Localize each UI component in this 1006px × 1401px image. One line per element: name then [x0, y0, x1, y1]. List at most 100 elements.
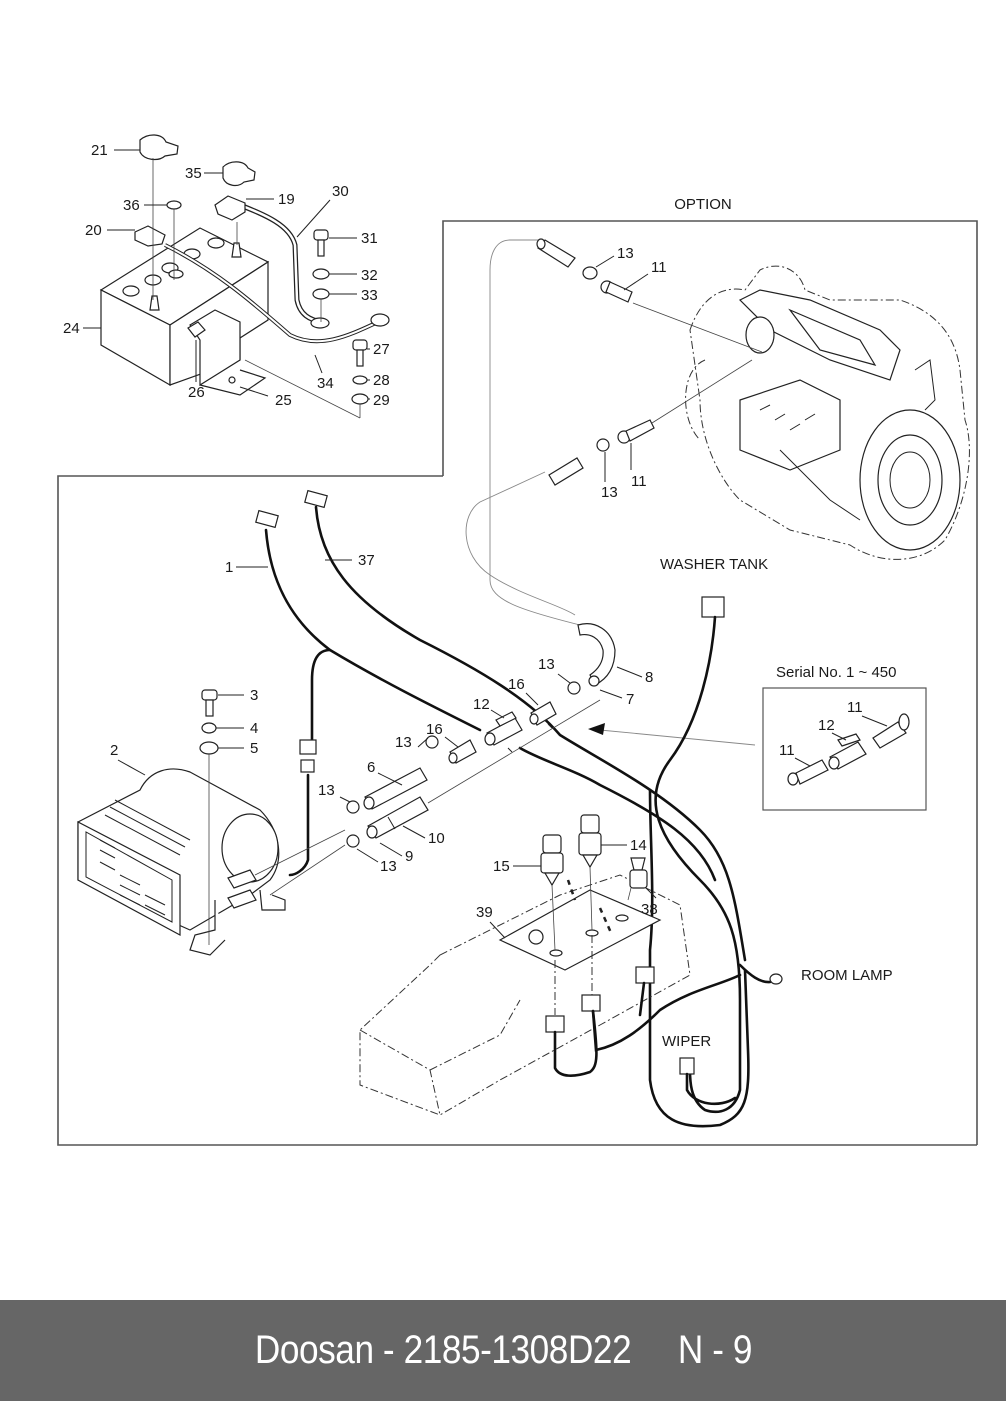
callout: 19 — [278, 191, 295, 208]
callout: 11 — [631, 473, 647, 490]
switch-14 — [578, 814, 602, 869]
nipple-16-b — [529, 701, 557, 726]
nipple-11-lower — [617, 419, 655, 444]
callout: 35 — [185, 165, 202, 182]
nipple-16-a — [448, 739, 477, 764]
serial-inset-frame — [762, 687, 927, 811]
callout: 27 — [373, 341, 390, 358]
nipple-11-upper — [600, 280, 633, 303]
callout: 11 — [651, 259, 667, 276]
room-lamp-wire — [738, 963, 772, 984]
spring-washer-4 — [201, 722, 217, 734]
battery-assembly — [99, 134, 390, 419]
callout: 5 — [250, 740, 258, 757]
spring-washer-28 — [352, 375, 368, 385]
callout: 13 — [380, 858, 397, 875]
callout: 12 — [818, 717, 835, 734]
callout: 13 — [617, 245, 634, 262]
callouts-engine-option: 13 11 13 11 — [595, 245, 667, 501]
label-wiper: WIPER — [662, 1033, 711, 1050]
console-connector-c — [635, 966, 655, 984]
hose-route-option — [489, 239, 581, 626]
main-frame — [57, 475, 977, 1146]
callout: 39 — [476, 904, 493, 921]
hose-route-a — [254, 829, 346, 876]
callout: 2 — [110, 742, 118, 759]
callout: 13 — [538, 656, 555, 673]
connector-heater-b — [300, 759, 315, 773]
harness-and-heater-assembly — [77, 489, 756, 1128]
callout: 30 — [332, 183, 349, 200]
clamp-13-c — [425, 735, 439, 749]
footer-caption: Doosan - 2185-1308D22 N - 9 — [254, 1328, 752, 1373]
callout: 32 — [361, 267, 378, 284]
label-room-lamp: ROOM LAMP — [801, 967, 893, 984]
heater-unit — [77, 768, 286, 956]
callout: 26 — [188, 384, 205, 401]
callout: 12 — [473, 696, 490, 713]
parts-diagram: OPTION WASHER TANK Serial No. 1 ~ 450 RO… — [57, 134, 978, 1146]
callout: 8 — [645, 669, 653, 686]
callout: 4 — [250, 720, 258, 737]
terminal-cap-35 — [222, 161, 256, 187]
callout: 1 — [225, 559, 233, 576]
callout: 16 — [508, 676, 525, 693]
switch-15 — [540, 834, 564, 887]
connector-37 — [304, 489, 328, 509]
callout: 34 — [317, 375, 334, 392]
callouts-harness: 1 37 3 4 5 2 6 13 13 16 16 12 13 8 7 10 … — [110, 552, 653, 875]
callout: 33 — [361, 287, 378, 304]
hose-upper — [536, 238, 576, 268]
console-connector-b — [581, 994, 601, 1012]
spring-washer-32 — [312, 268, 330, 280]
bolt-3 — [201, 689, 218, 717]
washer-tank-connector — [701, 596, 725, 618]
callout: 38 — [641, 901, 658, 918]
connector-heater-a — [299, 739, 317, 755]
washer-29 — [351, 393, 369, 405]
callout: 13 — [395, 734, 412, 751]
callout: 13 — [601, 484, 618, 501]
bolt-27 — [352, 339, 368, 367]
terminal-20 — [134, 225, 166, 247]
callout: 11 — [779, 742, 795, 759]
engine — [685, 265, 970, 560]
callouts-battery: 21 35 36 19 30 20 31 32 33 24 27 28 29 2… — [63, 142, 390, 409]
cap-36 — [166, 200, 182, 210]
battery-bracket — [189, 309, 267, 396]
hose-route-b — [269, 844, 346, 896]
callout: 14 — [630, 837, 647, 854]
callout: 31 — [361, 230, 378, 247]
footer-page: N - 9 — [677, 1328, 752, 1372]
engine-option-assembly — [465, 238, 970, 626]
section-labels: OPTION WASHER TANK Serial No. 1 ~ 450 RO… — [660, 196, 897, 1050]
inset-nipple-11-left — [787, 759, 829, 786]
hose-9-10 — [366, 796, 429, 839]
clamp-13-b — [346, 834, 360, 848]
wire-harness-37 — [314, 505, 747, 962]
inset-valve-12 — [828, 733, 867, 770]
clamp-13-d — [567, 681, 581, 695]
callout: 3 — [250, 687, 258, 704]
callout: 11 — [847, 699, 863, 716]
console-connector-a — [545, 1015, 565, 1033]
footer-brand: Doosan — [254, 1328, 374, 1372]
wiper-connector — [679, 1057, 695, 1075]
inset-nipple-11-right — [872, 713, 910, 749]
callouts-serial-inset: 11 12 11 — [779, 699, 888, 767]
callouts-console: 15 14 38 39 — [476, 837, 658, 939]
callout: 6 — [367, 759, 375, 776]
option-frame — [442, 220, 978, 1145]
washer-tank-wire — [654, 615, 742, 1114]
label-washer-tank: WASHER TANK — [660, 556, 768, 573]
inset-pointer — [599, 729, 756, 746]
room-lamp-bulb — [769, 973, 783, 985]
console-body — [359, 874, 691, 1116]
connector-1 — [255, 509, 279, 529]
switch-plate-39 — [498, 889, 662, 971]
label-option: OPTION — [674, 196, 732, 213]
callout: 25 — [275, 392, 292, 409]
valve-12 — [484, 711, 523, 746]
terminal-19 — [214, 195, 246, 221]
bolt-31 — [313, 229, 329, 257]
